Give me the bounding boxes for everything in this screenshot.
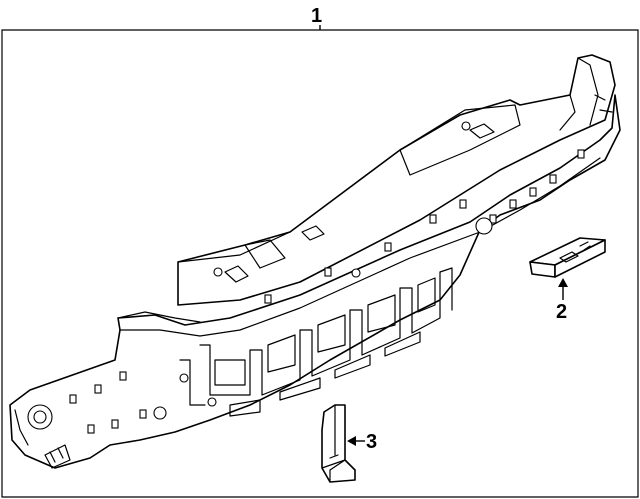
bracket-part-2 xyxy=(529,237,606,278)
callout-2-label: 2 xyxy=(556,301,567,323)
callout-2-arrowhead xyxy=(558,278,568,287)
rear-body-panel xyxy=(9,54,621,469)
assembly-frame xyxy=(1,29,639,498)
bracket-part-3 xyxy=(321,404,356,483)
callout-1-label: 1 xyxy=(311,5,322,27)
callout-3-arrowhead xyxy=(347,436,356,446)
callout-3-label: 3 xyxy=(366,431,377,453)
